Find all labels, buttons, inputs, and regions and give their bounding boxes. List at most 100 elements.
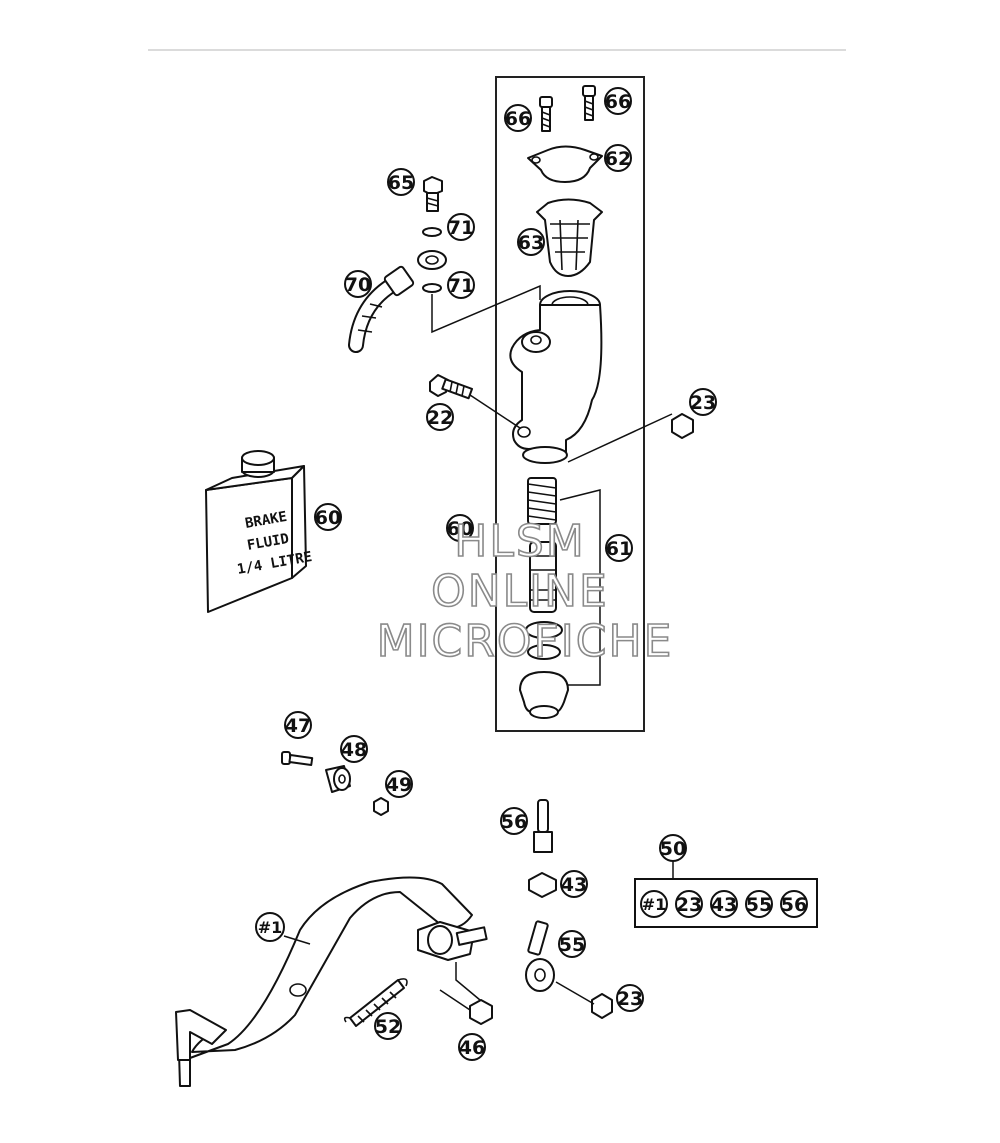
callout-47: 47 (284, 711, 312, 739)
svg-text:71: 71 (448, 217, 474, 239)
callout-56: 56 (500, 807, 528, 835)
callout-55: 55 (558, 930, 586, 958)
callout-66-right: 66 (604, 87, 632, 115)
push-rod-nut (528, 872, 557, 898)
callout-71-upper: 71 (447, 213, 475, 241)
callout-43: 43 (560, 870, 588, 898)
leader-clevis-nut (555, 981, 595, 1005)
svg-text:47: 47 (285, 715, 311, 737)
svg-text:48: 48 (341, 739, 367, 761)
pedal-screw (281, 751, 314, 767)
pedal-pivot-nut (469, 999, 493, 1025)
clevis-nut (591, 993, 613, 1019)
callout-49: 49 (385, 770, 413, 798)
callout-63: 63 (517, 228, 545, 256)
callout-46: 46 (458, 1033, 486, 1061)
callout-23-upper: 23 (689, 388, 717, 416)
svg-text:66: 66 (505, 108, 531, 130)
svg-text:55: 55 (559, 934, 585, 956)
svg-text:23: 23 (676, 894, 702, 916)
svg-text:22: 22 (427, 407, 453, 429)
reservoir-cap (527, 145, 603, 183)
piston-washer (525, 621, 563, 639)
piston-circlip (527, 644, 561, 660)
svg-text:66: 66 (605, 91, 631, 113)
leader-kit-bracket (559, 489, 601, 686)
watermark-line2: ONLINE (431, 566, 609, 617)
svg-text:46: 46 (459, 1037, 485, 1059)
mounting-bolt (429, 374, 474, 400)
svg-text:50: 50 (660, 838, 686, 860)
banjo-bolt (423, 176, 443, 212)
svg-text:60: 60 (315, 507, 341, 529)
callout-65: 65 (387, 168, 415, 196)
svg-text:43: 43 (711, 894, 737, 916)
leader-pedal-callout (283, 935, 311, 945)
push-rod-clevis (525, 920, 555, 992)
leader-bolt-to-body (469, 394, 521, 429)
svg-text:56: 56 (501, 811, 527, 833)
svg-text:52: 52 (375, 1016, 401, 1038)
callout-62: 62 (604, 144, 632, 172)
master-cylinder-body (509, 290, 603, 464)
sealing-ring-upper (422, 227, 442, 237)
pedal-nut (373, 797, 389, 816)
can-label-line2: FLUID (246, 531, 290, 554)
watermark-line1: HLSM (454, 516, 586, 567)
brake-fluid-can: BRAKE FLUID 1/4 LITRE (205, 450, 313, 613)
svg-text:55: 55 (746, 894, 772, 916)
callout-22: 22 (426, 403, 454, 431)
callout-61: 61 (605, 534, 633, 562)
push-rod (533, 799, 553, 853)
reservoir-screw-left (539, 96, 553, 132)
piston-assembly (529, 541, 557, 613)
svg-text:43: 43 (561, 874, 587, 896)
watermark-line3: MICROFICHE (377, 616, 674, 667)
leader-nut-to-body (567, 413, 673, 463)
pedal-bushing (325, 765, 351, 793)
callout-60-can: 60 (314, 503, 342, 531)
svg-text:62: 62 (605, 148, 631, 170)
kit-item-55: 55 (745, 890, 773, 918)
svg-text:71: 71 (448, 275, 474, 297)
leader-hose-to-cylinder (431, 284, 541, 334)
svg-text:#1: #1 (258, 918, 283, 937)
assembly-frame (495, 76, 645, 732)
brake-pedal (175, 876, 488, 1087)
watermark: HLSM ONLINE MICROFICHE (376, 515, 674, 668)
callout-50: 50 (659, 834, 687, 862)
kit-item-23: 23 (675, 890, 703, 918)
svg-text:70: 70 (345, 274, 371, 296)
svg-text:#1: #1 (642, 895, 667, 914)
callout-60-kit: 60 (446, 514, 474, 542)
callout-70: 70 (344, 270, 372, 298)
kit-item-pedal: #1 (640, 890, 668, 918)
return-spring (527, 477, 557, 525)
svg-text:65: 65 (388, 172, 414, 194)
sealing-ring-lower (422, 283, 442, 293)
callout-66-left: 66 (504, 104, 532, 132)
kit-item-43: 43 (710, 890, 738, 918)
reservoir-diaphragm (536, 198, 603, 277)
return-spring-pedal (343, 978, 408, 1027)
svg-text:56: 56 (781, 894, 807, 916)
kit-item-56: 56 (780, 890, 808, 918)
callout-52: 52 (374, 1012, 402, 1040)
svg-text:23: 23 (617, 988, 643, 1010)
brake-hose (348, 250, 447, 353)
dust-boot (519, 671, 569, 719)
reservoir-screw-right (582, 85, 596, 121)
svg-text:60: 60 (447, 518, 473, 540)
leader-pivot-nut (439, 962, 481, 1011)
svg-text:23: 23 (690, 392, 716, 414)
svg-text:49: 49 (386, 774, 412, 796)
svg-text:63: 63 (518, 232, 544, 254)
callout-23-lower: 23 (616, 984, 644, 1012)
callout-71-lower: 71 (447, 271, 475, 299)
can-label-line1: BRAKE (244, 509, 288, 532)
callout-48: 48 (340, 735, 368, 763)
svg-text:61: 61 (606, 538, 632, 560)
callout-pedal: #1 (255, 912, 285, 942)
cylinder-nut (671, 413, 694, 439)
